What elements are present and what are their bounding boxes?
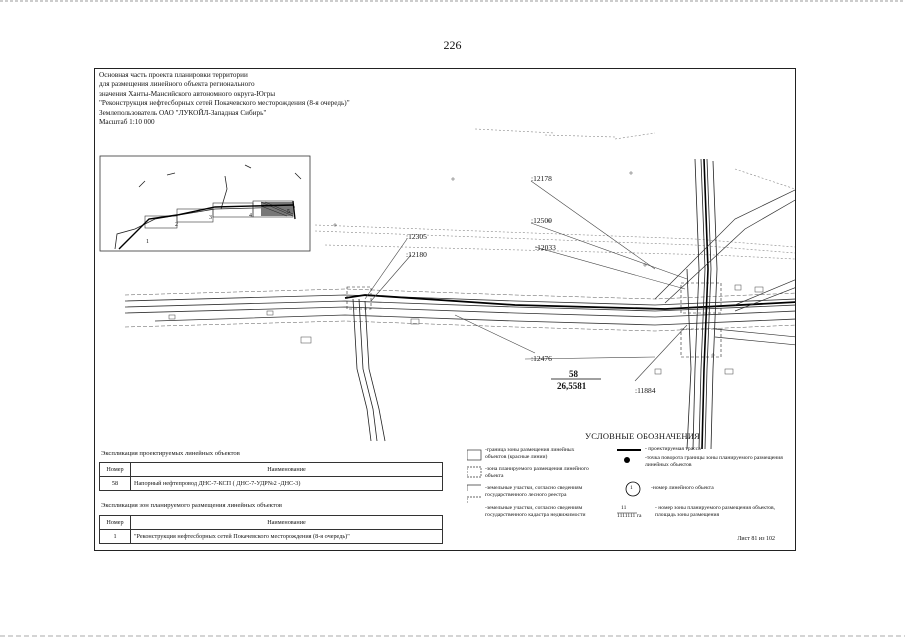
table2: Номер Наименование 1 "Реконструкция нефт… [99,515,443,544]
table1-cell-number: 58 [99,476,131,491]
title-line: Землепользователь ОАО "ЛУКОЙЛ-Западная С… [99,108,267,117]
legend-zone-number-symbol: 11 [621,505,627,511]
title-block: Основная часть проекта планировки террит… [99,71,350,127]
table-row: 1 "Реконструкция нефтесборных сетей Пока… [99,529,443,544]
table2-header-row: Номер Наименование [99,515,443,530]
zone-number: 58 [569,369,578,379]
legend-item-zone-number: - номер зоны планируемого размещения объ… [655,505,776,518]
legend-item-boundary: -граница зоны размещения линейных объект… [485,447,575,460]
title-line: "Реконструкция нефтесборных сетей Покаче… [99,99,350,108]
map-sheet-frame: Основная часть проекта планировки террит… [94,68,796,551]
scale-label: Масштаб 1:10 000 [99,118,155,127]
table-row: 58 Напорный нефтепровод ДНС-7-КСП ( ДНС-… [99,476,443,491]
scan-edge-bottom [0,635,905,637]
inset-section-4: 4 [249,213,252,219]
table1-caption: Экспликация проектируемых линейных объек… [101,450,240,457]
table1-header-name: Наименование [130,462,443,477]
table1: Номер Наименование 58 Напорный нефтепров… [99,462,443,491]
legend-item-cadastre-plots: -земельные участки, согласно сведениям г… [485,505,586,518]
table2-header-number: Номер [99,515,131,530]
point-label-12305: :12305 [406,232,427,241]
inset-map [99,155,311,252]
legend-title: УСЛОВНЫЕ ОБОЗНАЧЕНИЯ [585,431,700,441]
title-line: Основная часть проекта планировки террит… [99,71,248,79]
table2-cell-name: "Реконструкция нефтесборных сетей Покаче… [130,529,443,544]
table1-cell-name: Напорный нефтепровод ДНС-7-КСП ( ДНС-7-У… [130,476,443,491]
title-line: значения Ханты-Мансийского автономного о… [99,89,276,98]
legend-item-turn-point: -точка поворота границы зоны планируемог… [645,455,783,468]
zone-area: 26,5581 [557,381,587,391]
inset-section-3: 3 [209,215,212,221]
legend-circle-number: 1 [630,485,633,491]
point-label-11884: :11884 [635,386,656,395]
legend-zone-area-symbol: 1111111 га [617,513,642,519]
sheet-label: Лист 81 из 102 [737,536,775,542]
point-label-12178: :12178 [531,174,552,183]
table2-cell-number: 1 [99,529,131,544]
table2-header-name: Наименование [130,515,443,530]
legend-item-zone: -зона планируемого размещения линейного … [485,466,589,479]
point-label-12500: :12500 [531,216,552,225]
page-number: 226 [443,38,462,52]
table2-caption: Экспликация зон планируемого размещения … [101,502,283,509]
inset-section-2: 2 [175,222,178,228]
point-label-12476: :12476 [531,354,552,363]
title-line: для размещения линейного объекта региона… [99,80,255,89]
legend-item-object-number: -номер линейного объекта [651,485,714,491]
map-drawing [99,128,795,450]
point-label-12180: :12180 [406,250,427,259]
inset-section-5: 5 [287,209,290,215]
legend-item-projected-route: - проектируемая трасса [645,446,701,452]
point-label-12033: :12033 [535,243,556,252]
table1-header-number: Номер [99,462,131,477]
table1-header-row: Номер Наименование [99,462,443,477]
legend-symbols [467,449,641,514]
inset-section-1: 1 [146,239,149,245]
legend-item-forest-plots: -земельные участки, согласно сведениям г… [485,485,583,498]
scan-edge-top [0,0,905,2]
